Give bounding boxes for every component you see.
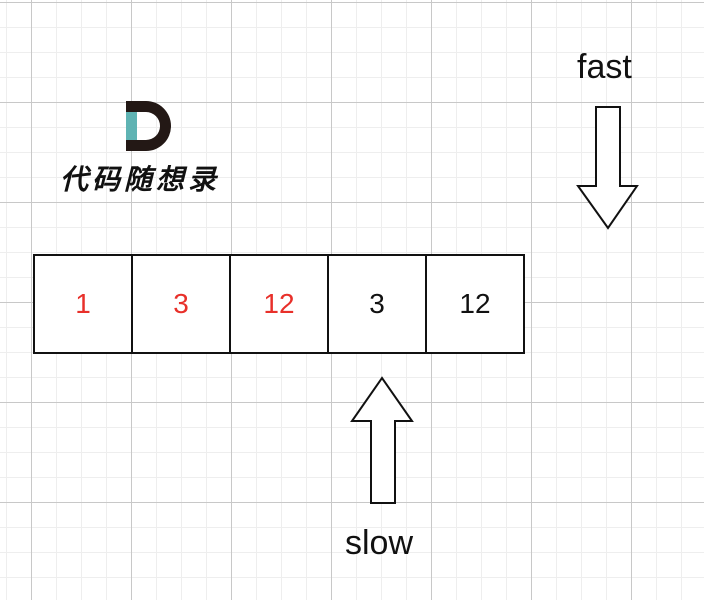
array-cell-2: 12: [229, 254, 329, 354]
logo-text: 代码随想录: [60, 163, 221, 196]
slow-pointer-label: slow: [345, 524, 414, 562]
array-cell-3: 3: [327, 254, 427, 354]
fast-pointer-label: fast: [577, 48, 632, 86]
array-cell-0: 1: [33, 254, 133, 354]
array-cell-4: 12: [425, 254, 525, 354]
array-cell-1: 3: [131, 254, 231, 354]
array: 1 3 12 3 12: [33, 254, 525, 354]
slow-arrow-up-icon: [350, 376, 414, 504]
logo-d-icon: [126, 101, 171, 151]
fast-arrow-down-icon: [576, 106, 639, 230]
